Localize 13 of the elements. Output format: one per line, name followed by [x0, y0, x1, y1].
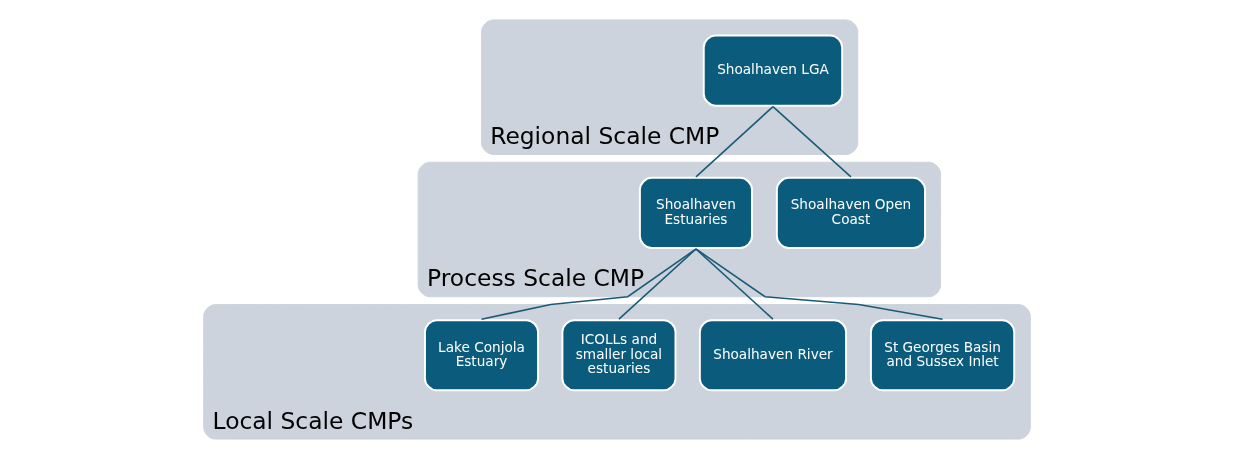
node-box: Shoalhaven Open Coast	[775, 176, 926, 249]
node-box: Shoalhaven River	[698, 319, 848, 392]
node-box: Lake Conjola Estuary	[424, 319, 539, 392]
node-box: ICOLLs and smaller local estuaries	[561, 319, 677, 392]
node-box: St Georges Basin and Sussex Inlet	[869, 319, 1016, 392]
node-box: Shoalhaven LGA	[702, 34, 844, 107]
connector	[480, 248, 697, 320]
connector	[772, 105, 852, 178]
node-box: Shoalhaven Estuaries	[638, 176, 753, 249]
connector	[695, 248, 944, 320]
connector	[695, 248, 774, 320]
connector	[695, 105, 774, 178]
connector	[618, 248, 697, 320]
